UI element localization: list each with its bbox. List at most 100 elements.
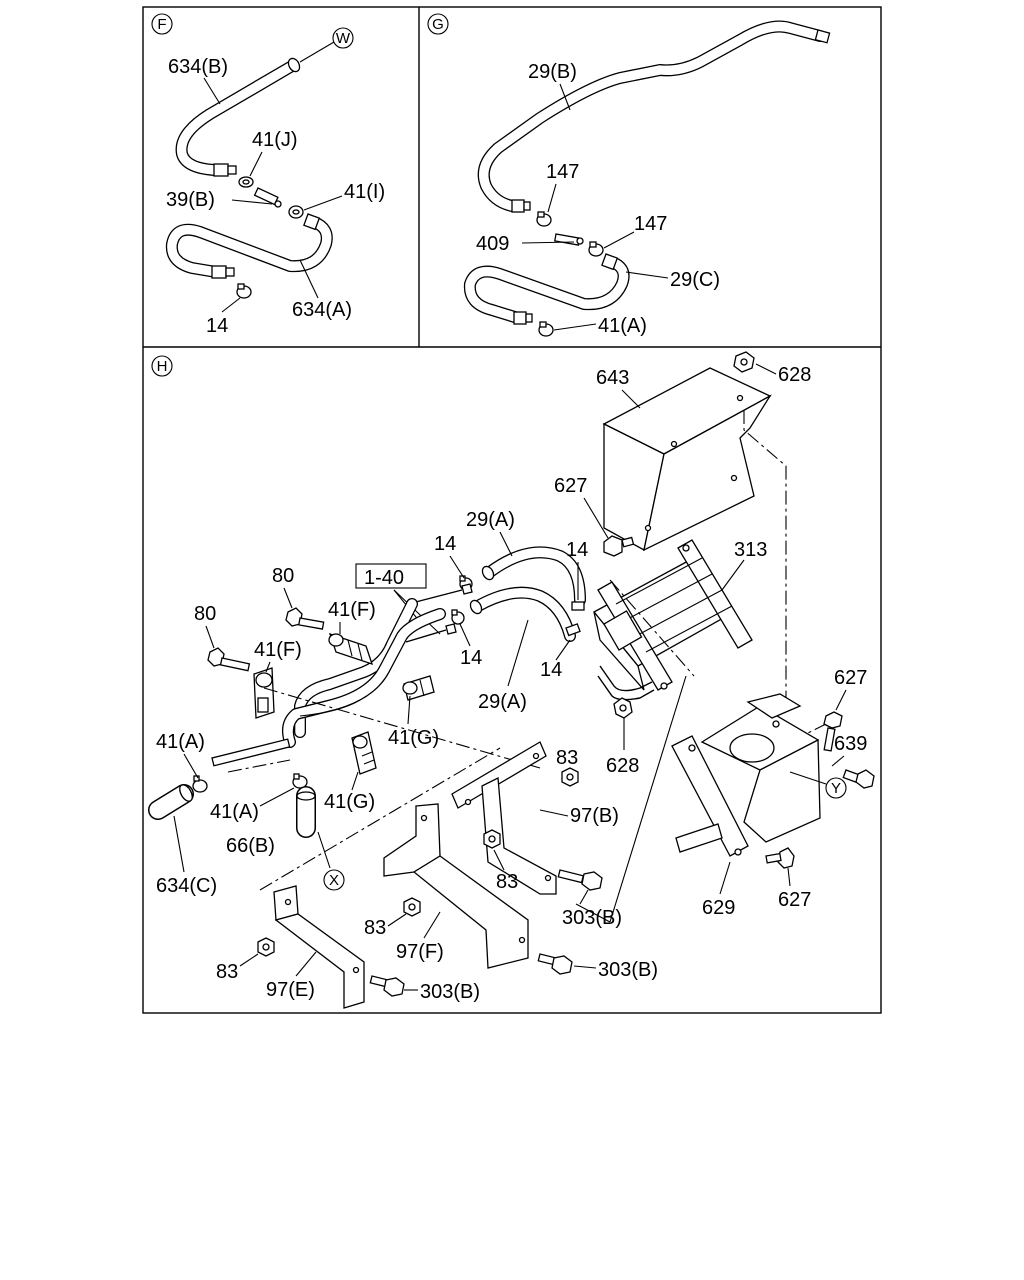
label-41a-upper: 41(A) — [156, 731, 205, 753]
label-409: 409 — [476, 233, 509, 255]
clamp-147-upper — [536, 211, 552, 227]
label-147-upper: 147 — [546, 161, 579, 183]
clip-41j — [238, 176, 254, 188]
label-41g-right: 41(G) — [388, 727, 439, 749]
bracket-97b — [451, 741, 557, 895]
ref-x-text: X — [329, 872, 339, 889]
label-41a-lower: 41(A) — [210, 801, 259, 823]
bolt-80-lower — [207, 647, 251, 672]
label-14-b: 14 — [566, 539, 588, 561]
ref-x-marker — [323, 869, 345, 891]
hose-634c — [148, 784, 194, 820]
label-303b-c: 303(B) — [420, 981, 480, 1003]
clip-41a-g — [538, 321, 554, 337]
nut-83-d — [257, 937, 275, 957]
label-14-c: 14 — [460, 647, 482, 669]
hose-634b — [175, 57, 301, 177]
hose-66b — [296, 786, 316, 838]
label-303b-b: 303(B) — [598, 959, 658, 981]
clip-41g-lower — [351, 731, 377, 775]
nut-628-lower — [613, 697, 633, 719]
connector-39b — [253, 187, 282, 208]
label-627-lower: 627 — [778, 889, 811, 911]
label-97f: 97(F) — [396, 941, 444, 963]
label-628-top: 628 — [778, 364, 811, 386]
label-14-d: 14 — [540, 659, 562, 681]
studs-1-40 — [405, 583, 473, 643]
label-629: 629 — [702, 897, 735, 919]
panel-h-marker-text: H — [157, 358, 168, 375]
label-39b: 39(B) — [166, 189, 215, 211]
label-147-lower: 147 — [634, 213, 667, 235]
hose-29a-lower — [469, 586, 576, 642]
label-634a: 634(A) — [292, 299, 352, 321]
label-97b: 97(B) — [570, 805, 619, 827]
label-41f-upper: 41(F) — [328, 599, 376, 621]
panel-g-marker-text: G — [432, 16, 444, 33]
label-29c: 29(C) — [670, 269, 720, 291]
clamp-14-d — [565, 623, 581, 637]
bolt-303b-c — [369, 975, 405, 997]
connector-409 — [554, 233, 584, 246]
label-628-lower: 628 — [606, 755, 639, 777]
label-14-f: 14 — [206, 315, 228, 337]
label-627-right: 627 — [834, 667, 867, 689]
bracket-629 — [671, 693, 821, 857]
hose-29b — [477, 20, 831, 213]
clip-41a-upper — [192, 738, 291, 793]
bolt-627-lower — [765, 847, 795, 869]
nut-628-top — [733, 351, 755, 373]
label-41g-lower: 41(G) — [324, 791, 375, 813]
label-634b: 634(B) — [168, 56, 228, 78]
label-83-d: 83 — [216, 961, 238, 983]
pipe-assembly — [282, 598, 446, 748]
panel-h: H 643 628 627 — [148, 351, 875, 1009]
clamp-14-c — [451, 609, 465, 625]
panel-f: F W 634(B) 41(J) 39(B) — [151, 13, 385, 337]
panel-f-marker — [151, 13, 173, 35]
bolt-303b-a — [557, 869, 603, 891]
label-643: 643 — [596, 367, 629, 389]
nut-83-a — [561, 767, 579, 787]
diagram-frame — [142, 6, 882, 1014]
bracket-97e — [273, 885, 365, 1009]
clip-41g-right — [402, 675, 435, 701]
hose-29c — [463, 253, 630, 325]
bolt-627-cover — [603, 535, 635, 557]
label-41f-lower: 41(F) — [254, 639, 302, 661]
label-83-c: 83 — [364, 917, 386, 939]
label-29a-lower: 29(A) — [478, 691, 527, 713]
label-29b: 29(B) — [528, 61, 577, 83]
cover-643 — [602, 367, 772, 552]
bracket-639 — [842, 769, 875, 789]
clamp-147-lower — [588, 241, 604, 257]
clamp-14-b — [571, 601, 585, 611]
label-41j: 41(J) — [252, 129, 298, 151]
label-1-40: 1-40 — [364, 567, 404, 589]
label-80-lower: 80 — [194, 603, 216, 625]
bolt-627-right — [823, 711, 843, 752]
ref-w-marker — [332, 27, 354, 49]
label-80-upper: 80 — [272, 565, 294, 587]
nut-83-c — [403, 897, 421, 917]
label-41i: 41(I) — [344, 181, 385, 203]
panel-g-marker — [427, 13, 449, 35]
hose-634a — [165, 213, 333, 279]
label-14-a: 14 — [434, 533, 456, 555]
label-97e: 97(E) — [266, 979, 315, 1001]
ref-y-text: Y — [831, 780, 841, 797]
label-313: 313 — [734, 539, 767, 561]
panel-h-marker — [151, 355, 173, 377]
nut-83-b — [483, 829, 501, 849]
panel-f-marker-text: F — [157, 16, 166, 33]
ref-box-1-40 — [355, 563, 427, 589]
bracket-97f — [383, 803, 529, 969]
heater-core-313 — [593, 539, 753, 701]
ref-w-text: W — [336, 30, 351, 47]
clip-41f-lower — [253, 667, 275, 719]
label-634c: 634(C) — [156, 875, 217, 897]
label-41a-g: 41(A) — [598, 315, 647, 337]
label-29a-upper: 29(A) — [466, 509, 515, 531]
label-66b: 66(B) — [226, 835, 275, 857]
